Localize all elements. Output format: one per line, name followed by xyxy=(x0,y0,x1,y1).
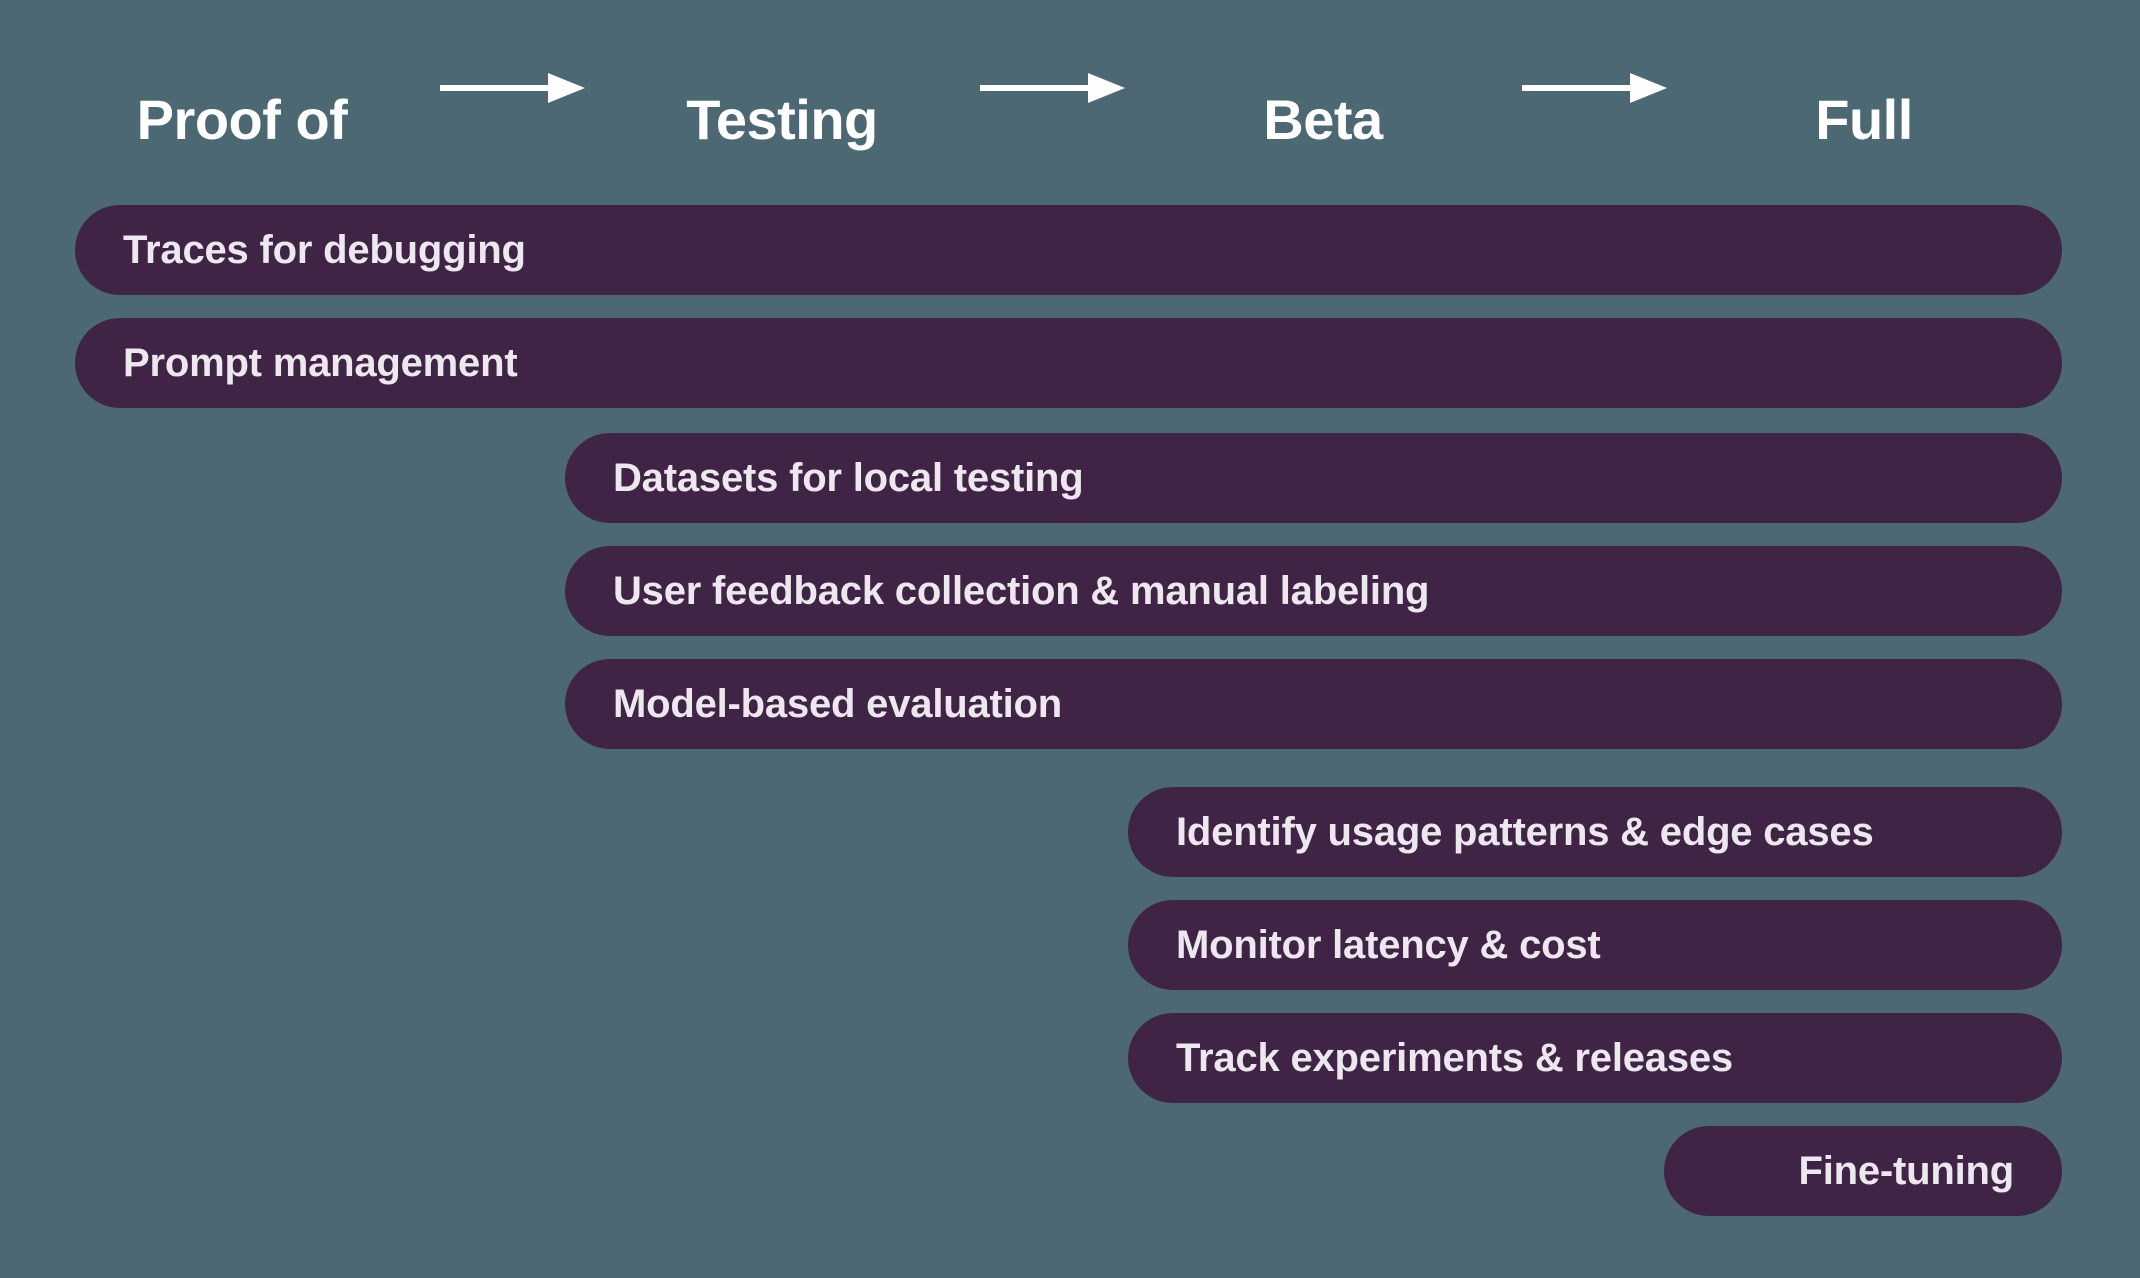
capability-bar-model-based-evaluation[interactable]: Model-based evaluation xyxy=(565,659,2062,749)
arrow-right-icon xyxy=(440,73,585,103)
arrow-right-icon xyxy=(980,73,1125,103)
capability-bar-label: Datasets for local testing xyxy=(613,456,1084,500)
capability-bar-track-experiments-releases[interactable]: Track experiments & releases xyxy=(1128,1013,2062,1103)
arrow-right-icon xyxy=(1522,73,1667,103)
stage-header-line-1: Testing xyxy=(686,88,878,151)
capability-bar-label: Prompt management xyxy=(123,341,518,385)
capability-bar-user-feedback-collection-manual-labeling[interactable]: User feedback collection & manual labeli… xyxy=(565,546,2062,636)
capability-bar-label: Traces for debugging xyxy=(123,228,526,272)
capability-bar-prompt-management[interactable]: Prompt management xyxy=(75,318,2062,408)
stage-header-line-1: Beta xyxy=(1263,88,1383,151)
capability-bar-label: Fine-tuning xyxy=(1798,1149,2014,1193)
capability-bar-identify-usage-patterns-edge-cases[interactable]: Identify usage patterns & edge cases xyxy=(1128,787,2062,877)
stage-header-line-1: Full xyxy=(1815,88,1913,151)
capability-bar-label: User feedback collection & manual labeli… xyxy=(613,569,1430,613)
capability-bar-datasets-for-local-testing[interactable]: Datasets for local testing xyxy=(565,433,2062,523)
capability-bar-label: Identify usage patterns & edge cases xyxy=(1176,810,1874,854)
capability-bar-label: Track experiments & releases xyxy=(1176,1036,1733,1080)
capability-bar-label: Model-based evaluation xyxy=(613,682,1063,726)
capability-bar-fine-tuning[interactable]: Fine-tuning xyxy=(1664,1126,2062,1216)
capability-bar-label: Monitor latency & cost xyxy=(1176,923,1601,967)
stage-header-line-1: Proof of xyxy=(136,88,348,151)
capability-bar-monitor-latency-cost[interactable]: Monitor latency & cost xyxy=(1128,900,2062,990)
capability-bar-traces-for-debugging[interactable]: Traces for debugging xyxy=(75,205,2062,295)
